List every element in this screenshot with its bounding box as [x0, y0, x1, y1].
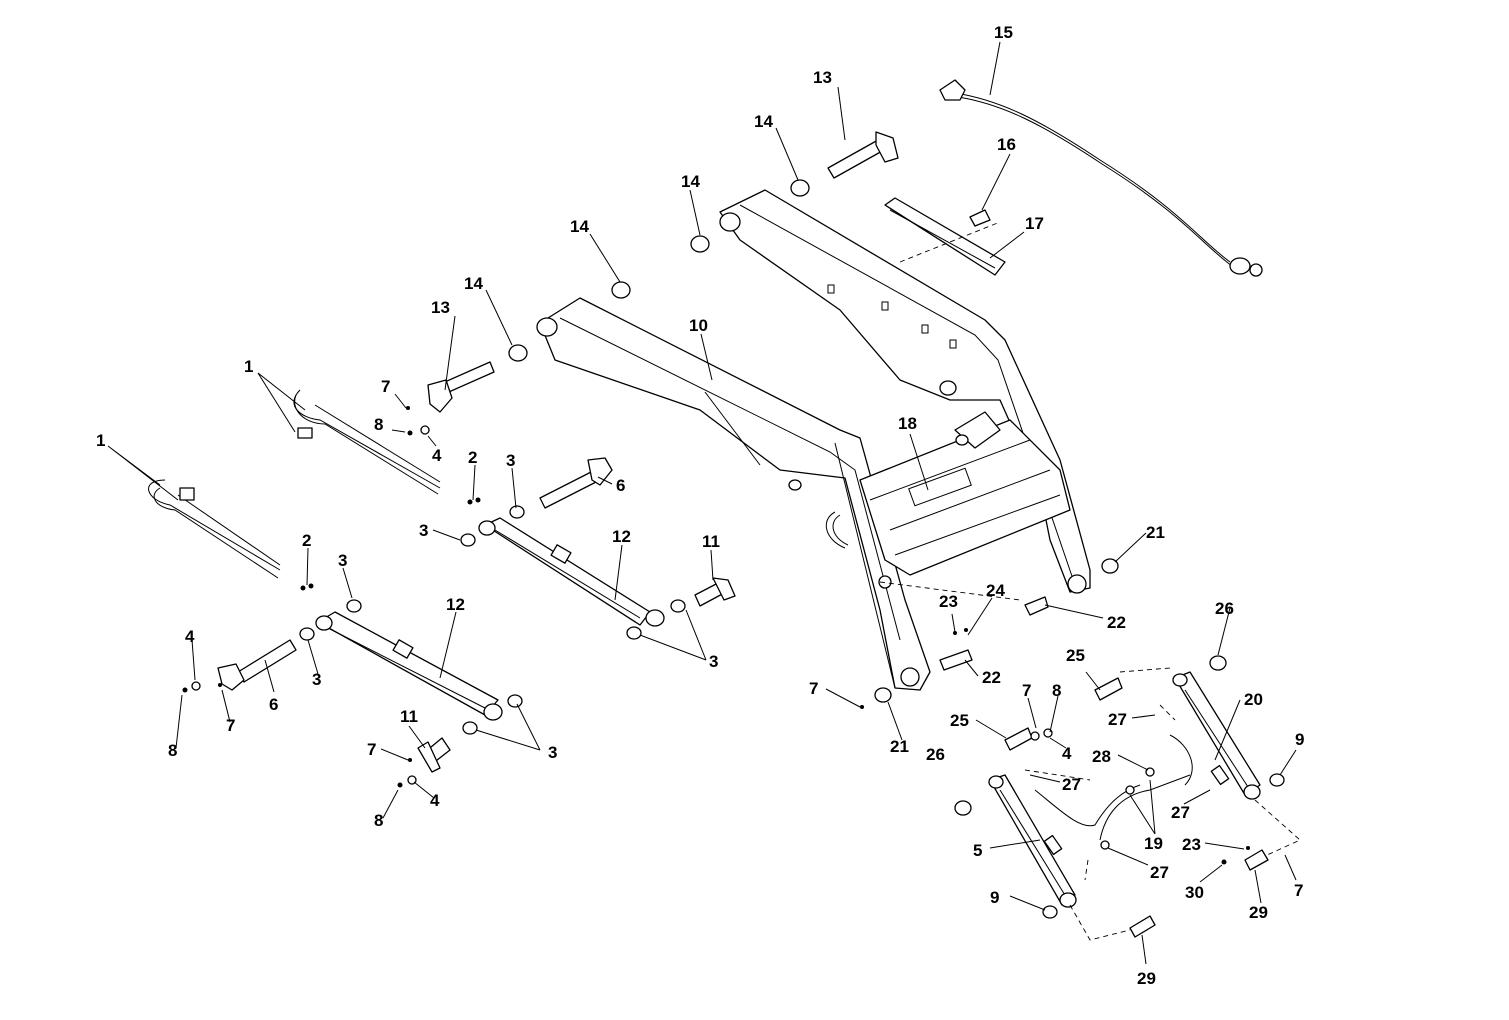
- callout-26: 26: [926, 745, 945, 764]
- callout-1: 1: [244, 357, 253, 376]
- callout-4: 4: [185, 627, 195, 646]
- callout-26: 26: [1215, 599, 1234, 618]
- callout-8: 8: [1052, 681, 1061, 700]
- tilt-cylinder-right: [1172, 671, 1261, 800]
- callout-21: 21: [890, 737, 909, 756]
- callout-labels: 1 1 2 2 3 3 3 3 3 3 4 4 4 4 5 6 6 7 7 7 …: [96, 23, 1304, 988]
- callout-7: 7: [809, 679, 818, 698]
- hydraulic-hose-upper: [293, 389, 441, 495]
- callout-12: 12: [612, 527, 631, 546]
- pivot-pin-lower: [427, 361, 495, 413]
- callout-17: 17: [1025, 214, 1044, 233]
- callout-7: 7: [1022, 681, 1031, 700]
- callout-7: 7: [1294, 881, 1303, 900]
- callout-18: 18: [898, 414, 917, 433]
- callout-8: 8: [168, 741, 177, 760]
- callout-14: 14: [570, 217, 589, 236]
- callout-20: 20: [1244, 690, 1263, 709]
- callout-5: 5: [973, 841, 982, 860]
- callout-19: 19: [1144, 834, 1163, 853]
- callout-6: 6: [269, 695, 278, 714]
- tilt-cylinder-left: [988, 774, 1077, 908]
- retainer-pin-upper: [694, 577, 736, 607]
- callout-16: 16: [997, 135, 1016, 154]
- tilt-hoses: [1034, 734, 1193, 850]
- arm-pins: [860, 558, 1119, 709]
- callout-10: 10: [689, 316, 708, 335]
- callout-3: 3: [548, 743, 557, 762]
- callout-27: 27: [1062, 775, 1081, 794]
- callout-25: 25: [950, 711, 969, 730]
- callout-14: 14: [464, 274, 483, 293]
- callout-3: 3: [709, 652, 718, 671]
- callout-13: 13: [813, 68, 832, 87]
- callout-27: 27: [1108, 710, 1127, 729]
- callout-7: 7: [367, 740, 376, 759]
- callout-11: 11: [702, 532, 720, 551]
- callout-7: 7: [381, 377, 390, 396]
- cylinder-pin-lower: [217, 639, 297, 691]
- guard-channel: [884, 197, 1006, 276]
- callout-4: 4: [432, 446, 442, 465]
- lift-arm-frame: [536, 189, 1091, 691]
- wire-harness: [939, 79, 1263, 277]
- callout-3: 3: [506, 451, 515, 470]
- callout-4: 4: [1062, 744, 1072, 763]
- callout-15: 15: [994, 23, 1013, 42]
- cylinder-bushings: [299, 505, 686, 735]
- cylinder-mount-pins: [954, 655, 1285, 938]
- callout-12: 12: [446, 595, 465, 614]
- cylinder-pin-upper: [539, 457, 613, 509]
- callout-29: 29: [1137, 969, 1156, 988]
- callout-11: 11: [400, 707, 418, 726]
- callout-3: 3: [338, 551, 347, 570]
- callout-8: 8: [374, 415, 383, 434]
- hydraulic-cylinder-upper: [478, 517, 665, 627]
- pivot-pin-upper: [827, 131, 899, 179]
- retainer-pin-lower: [417, 737, 451, 773]
- callout-4: 4: [430, 791, 440, 810]
- decal: [969, 209, 991, 227]
- callout-21: 21: [1146, 523, 1165, 542]
- callout-29: 29: [1249, 903, 1268, 922]
- callout-8: 8: [374, 811, 383, 830]
- callout-23: 23: [1182, 835, 1201, 854]
- callout-7: 7: [226, 716, 235, 735]
- callout-27: 27: [1171, 803, 1190, 822]
- leader-lines: [107, 41, 1297, 965]
- callout-2: 2: [302, 531, 311, 550]
- callout-2: 2: [468, 448, 477, 467]
- callout-14: 14: [754, 112, 773, 131]
- callout-3: 3: [312, 670, 321, 689]
- bushings: [508, 179, 810, 362]
- hydraulic-hose-lower: [148, 479, 281, 579]
- callout-3: 3: [419, 521, 428, 540]
- callout-9: 9: [1295, 730, 1304, 749]
- callout-9: 9: [990, 888, 999, 907]
- callout-22: 22: [1107, 613, 1126, 632]
- callout-25: 25: [1066, 646, 1085, 665]
- callout-24: 24: [986, 581, 1005, 600]
- callout-27: 27: [1150, 863, 1169, 882]
- callout-28: 28: [1092, 747, 1111, 766]
- callout-13: 13: [431, 298, 450, 317]
- callout-6: 6: [616, 476, 625, 495]
- callout-23: 23: [939, 592, 958, 611]
- callout-14: 14: [681, 172, 700, 191]
- hydraulic-cylinder-lower: [315, 611, 503, 721]
- callout-22: 22: [982, 668, 1001, 687]
- assembly-center-lines: [879, 221, 1301, 941]
- callout-1: 1: [96, 431, 105, 450]
- callout-30: 30: [1185, 883, 1204, 902]
